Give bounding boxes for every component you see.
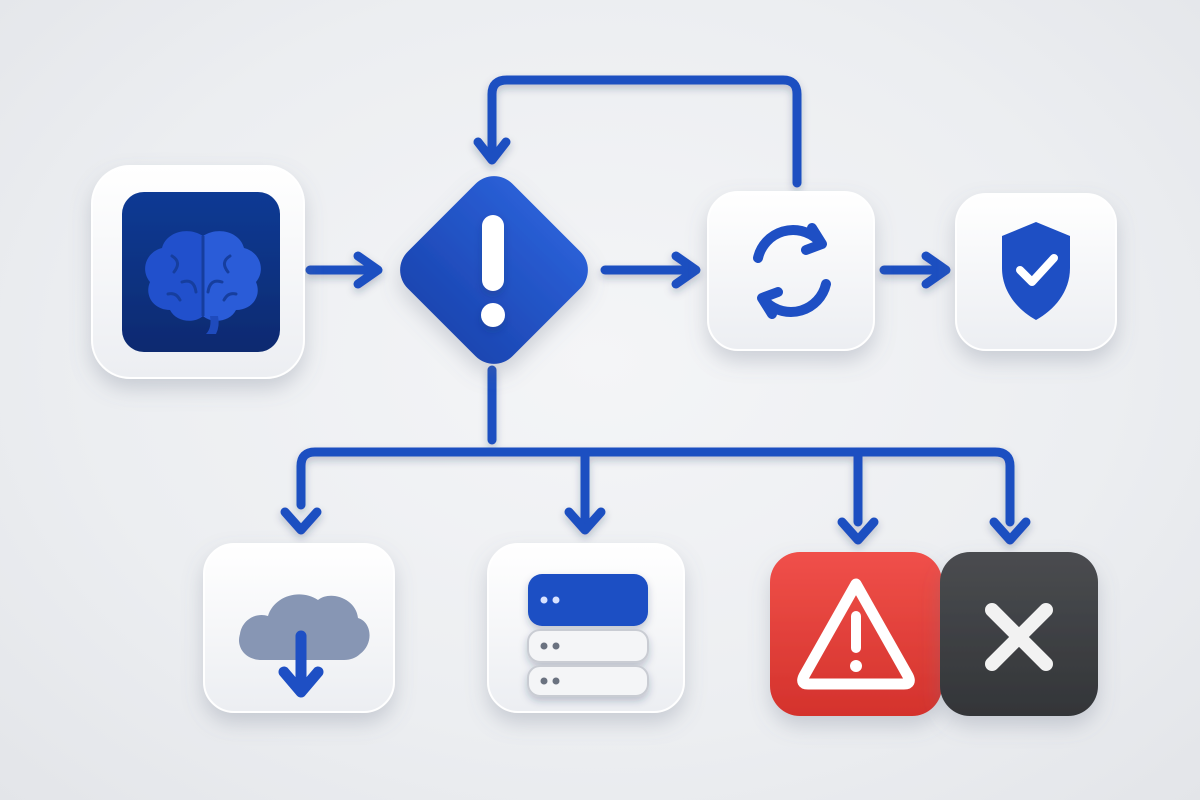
node-retry[interactable] <box>707 191 875 351</box>
exclamation-icon <box>481 215 505 327</box>
edge-retry-feedback-loop <box>487 75 802 188</box>
arrowhead-brain-to-decision <box>353 251 383 289</box>
refresh-icon <box>753 223 831 319</box>
warning-triangle-icon <box>797 578 915 690</box>
brain-icon <box>145 231 261 334</box>
shield-check-icon <box>1002 222 1070 320</box>
arrowhead-to-alert <box>837 517 879 545</box>
arrowhead-to-storage <box>564 507 606 535</box>
arrowhead-to-download <box>280 507 322 535</box>
edge-branch-bus <box>296 447 1015 527</box>
arrowhead-decision-to-retry <box>671 251 701 289</box>
arrowhead-feedback-loop <box>473 137 511 165</box>
close-x-icon <box>985 603 1053 671</box>
arrowhead-retry-to-secure <box>921 251 951 289</box>
server-stack-icon <box>527 574 649 697</box>
cloud-download-icon <box>238 594 370 698</box>
arrowhead-to-cancel <box>989 517 1031 545</box>
connectors <box>280 75 1031 545</box>
